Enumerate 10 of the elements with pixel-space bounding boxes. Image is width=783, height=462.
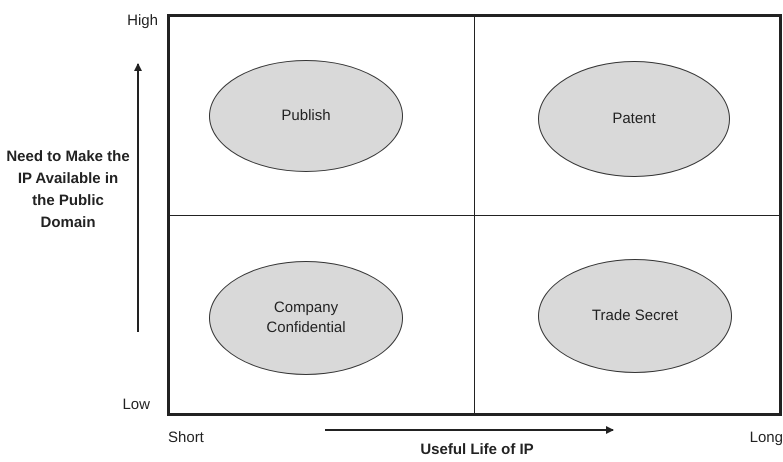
axis-label: Low <box>121 395 150 415</box>
axis-label: Short <box>168 428 205 448</box>
axis-label: High <box>126 11 158 31</box>
node-label: Publish <box>281 106 331 126</box>
node-label: Patent <box>612 109 656 129</box>
axis-label: Need to Make the IP Available in the Public Domain <box>6 147 130 233</box>
node-label: Trade Secret <box>592 306 678 326</box>
node-label: Company Confidential <box>265 298 347 338</box>
axis-label: Useful Life of IP <box>419 440 535 460</box>
axis-label: Long <box>748 428 783 448</box>
